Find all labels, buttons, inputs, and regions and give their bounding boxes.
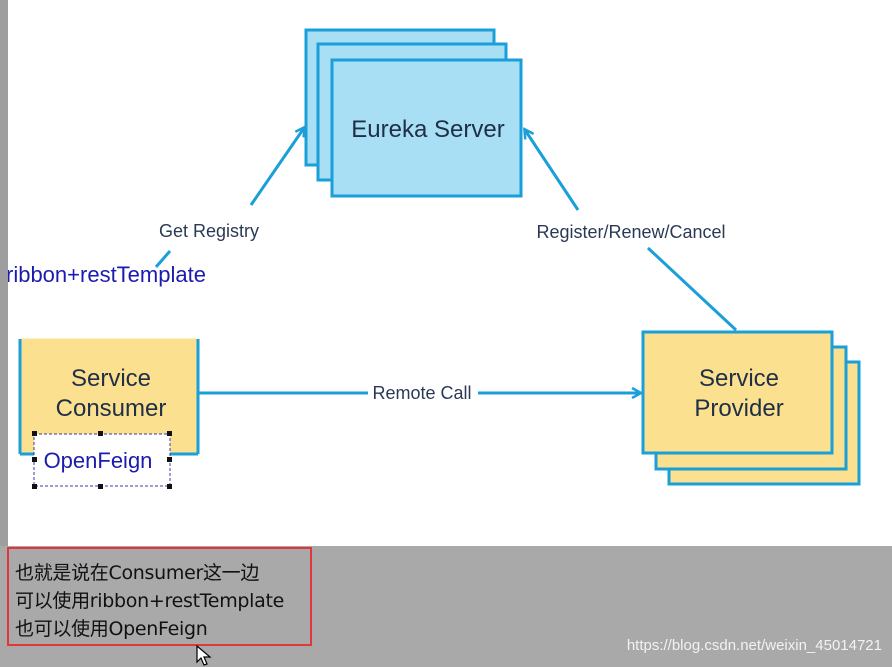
register-renew-cancel-label: Register/Renew/Cancel xyxy=(536,222,725,242)
service-consumer-label-line1: Service xyxy=(71,365,151,392)
ribbon-rest-template-label: ribbon+restTemplate xyxy=(8,262,206,287)
openfeign-label: OpenFeign xyxy=(44,448,153,473)
diagram-slide: Eureka Server Service Provider Service C… xyxy=(6,0,892,546)
note-line-2: 可以使用ribbon+restTemplate xyxy=(15,590,285,612)
eureka-server-stack: Eureka Server xyxy=(304,28,523,198)
eureka-server-label: Eureka Server xyxy=(351,116,504,143)
remote-call-connector: Remote Call xyxy=(199,383,640,403)
service-provider-label-line1: Service xyxy=(699,365,779,392)
service-consumer-label-line2: Consumer xyxy=(56,395,167,422)
remote-call-label: Remote Call xyxy=(372,383,471,403)
note-line-1: 也就是说在Consumer这一边 xyxy=(15,562,260,584)
note-line-3: 也可以使用OpenFeign xyxy=(15,618,208,640)
get-registry-connector: Get Registry xyxy=(154,128,304,268)
architecture-diagram: Eureka Server Service Provider Service C… xyxy=(6,28,861,489)
service-provider-stack: Service Provider xyxy=(641,330,861,486)
service-provider-box xyxy=(641,330,834,455)
eureka-server-box xyxy=(330,58,523,198)
mouse-cursor-icon xyxy=(196,645,212,666)
slide-frame-edge xyxy=(0,0,8,546)
annotation-note[interactable]: 也就是说在Consumer这一边 可以使用ribbon+restTemplate… xyxy=(7,547,312,646)
get-registry-label: Get Registry xyxy=(159,221,259,241)
service-provider-label-line2: Provider xyxy=(694,395,783,422)
watermark: https://blog.csdn.net/weixin_45014721 xyxy=(626,637,882,654)
openfeign-textbox[interactable]: OpenFeign xyxy=(32,431,172,489)
register-connector: Register/Renew/Cancel xyxy=(525,130,738,332)
